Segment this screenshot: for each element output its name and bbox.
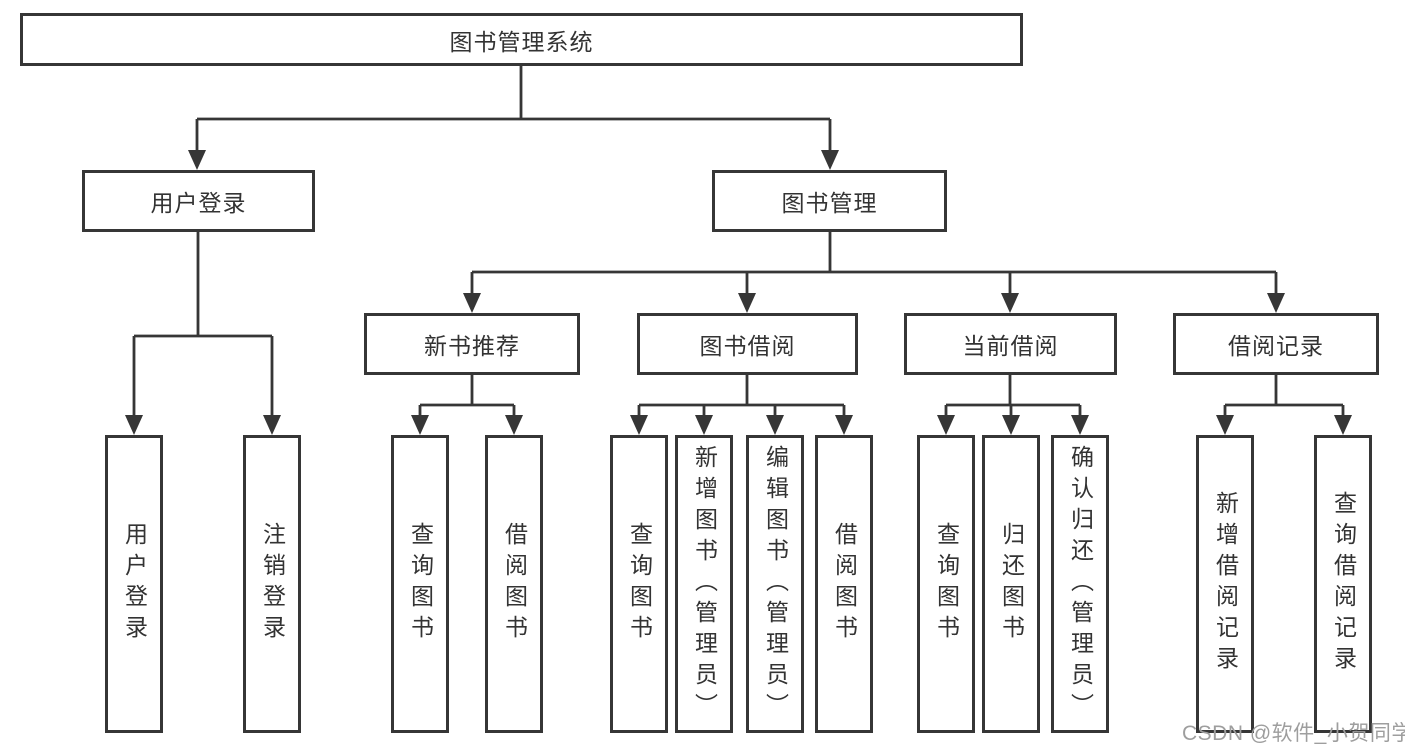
leaf-borrow-books-borrow: 借阅图书: [815, 435, 873, 733]
leaf-query-books-current-label: 查询图书: [933, 522, 960, 646]
node-book-management-label: 图书管理: [781, 190, 878, 216]
leaf-borrow-books-borrow-label: 借阅图书: [831, 522, 858, 646]
leaf-query-borrow-record-label: 查询借阅记录: [1330, 491, 1357, 677]
leaf-query-books-recommend: 查询图书: [391, 435, 449, 733]
leaf-return-books-label: 归还图书: [998, 522, 1025, 646]
leaf-logout: 注销登录: [243, 435, 301, 733]
node-root-label: 图书管理系统: [449, 28, 594, 55]
node-borrow-records-label: 借阅记录: [1228, 333, 1324, 359]
leaf-return-books: 归还图书: [982, 435, 1040, 733]
leaf-query-books-recommend-label: 查询图书: [407, 522, 434, 646]
watermark-text: CSDN @软件_小贺同学: [1182, 722, 1405, 745]
arrowheads: [125, 150, 1352, 435]
leaf-borrow-books-recommend: 借阅图书: [485, 435, 543, 733]
node-root: 图书管理系统: [20, 13, 1023, 66]
node-book-borrow-label: 图书借阅: [699, 333, 796, 359]
leaf-add-book-admin: 新增图书（管理员）: [675, 435, 733, 733]
node-user-login: 用户登录: [82, 170, 315, 232]
node-user-login-label: 用户登录: [150, 190, 247, 216]
leaf-query-books-current: 查询图书: [917, 435, 975, 733]
leaf-add-borrow-record: 新增借阅记录: [1196, 435, 1254, 733]
leaf-query-borrow-record: 查询借阅记录: [1314, 435, 1372, 733]
leaf-user-login: 用户登录: [105, 435, 163, 733]
node-book-management: 图书管理: [712, 170, 947, 232]
leaf-edit-book-admin-label: 编辑图书（管理员）: [762, 444, 789, 724]
connector-paths: [132, 66, 1345, 418]
leaf-edit-book-admin: 编辑图书（管理员）: [746, 435, 804, 733]
leaf-user-login-label: 用户登录: [121, 522, 148, 646]
leaf-confirm-return-admin-label: 确认归还（管理员）: [1067, 444, 1094, 724]
leaf-borrow-books-recommend-label: 借阅图书: [501, 522, 528, 646]
node-new-book-recommend: 新书推荐: [364, 313, 580, 375]
leaf-add-borrow-record-label: 新增借阅记录: [1212, 491, 1239, 677]
node-current-borrow-label: 当前借阅: [962, 333, 1059, 359]
leaf-logout-label: 注销登录: [259, 522, 286, 646]
node-borrow-records: 借阅记录: [1173, 313, 1379, 375]
leaf-query-books-borrow: 查询图书: [610, 435, 668, 733]
node-book-borrow: 图书借阅: [637, 313, 858, 375]
leaf-add-book-admin-label: 新增图书（管理员）: [691, 444, 718, 724]
leaf-confirm-return-admin: 确认归还（管理员）: [1051, 435, 1109, 733]
node-new-book-recommend-label: 新书推荐: [424, 333, 520, 359]
leaf-query-books-borrow-label: 查询图书: [626, 522, 653, 646]
node-current-borrow: 当前借阅: [904, 313, 1117, 375]
